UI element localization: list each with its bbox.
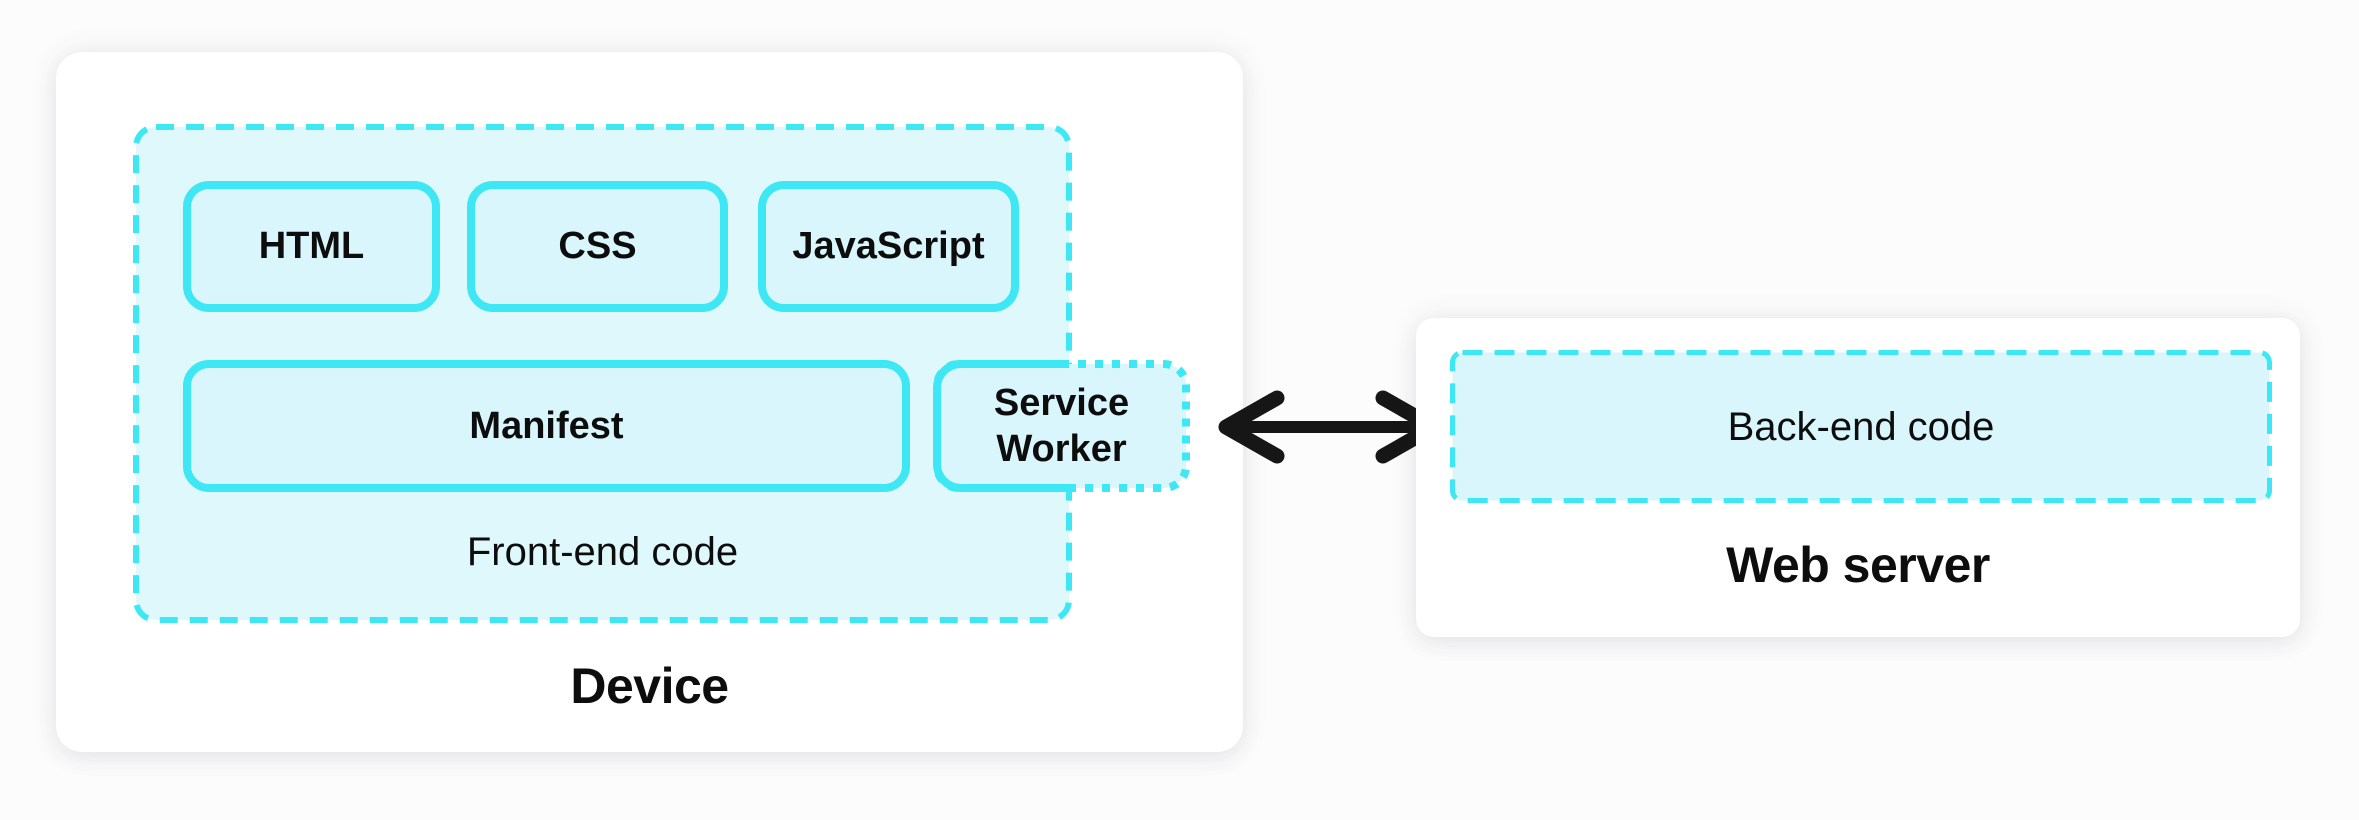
service-worker-dotted-border — [933, 360, 1190, 492]
device-title: Device — [570, 658, 729, 714]
html-box: HTML — [183, 181, 440, 312]
service-worker-label: Service Worker — [993, 381, 1130, 470]
backend-dashed-box — [1450, 350, 2272, 503]
double-arrow-icon — [1218, 390, 1442, 464]
manifest-box-label: Manifest — [469, 404, 624, 447]
backend-caption: Back-end code — [1727, 404, 1995, 449]
web-server-title: Web server — [1726, 537, 1990, 593]
service-worker-box: Service Worker — [933, 360, 1190, 492]
css-box: CSS — [467, 181, 728, 312]
html-box-label: HTML — [258, 225, 365, 267]
css-box-label: CSS — [558, 225, 637, 267]
manifest-box: Manifest — [183, 360, 910, 492]
javascript-box-label: JavaScript — [792, 225, 985, 267]
frontend-caption: Front-end code — [466, 530, 739, 574]
javascript-box: JavaScript — [758, 181, 1019, 312]
